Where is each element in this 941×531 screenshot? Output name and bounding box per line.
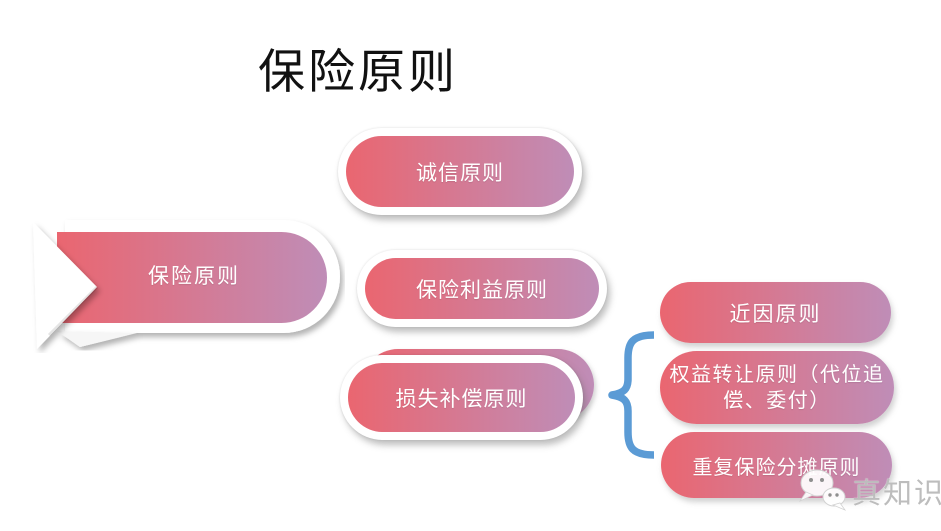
pill-subrogation-principle[interactable]: 权益转让原则（代位追偿、委付） — [660, 351, 894, 424]
pill-insurable-interest-principle[interactable]: 保险利益原则 — [357, 250, 607, 327]
curly-brace-icon — [608, 331, 655, 459]
pill-label: 诚信原则 — [416, 161, 504, 185]
chevron-right-icon — [33, 222, 97, 349]
banner-label: 保险原则 — [148, 265, 240, 288]
pill-integrity-principle[interactable]: 诚信原则 — [338, 128, 582, 215]
pill-label: 保险利益原则 — [416, 278, 548, 302]
pill-gradient-fill — [348, 363, 575, 432]
pill-gradient-fill — [346, 136, 574, 207]
chevron-fold-line — [47, 285, 99, 337]
pill-gradient-fill — [365, 258, 599, 319]
watermark: 真知识 — [796, 466, 941, 516]
page-title: 保险原则 — [258, 45, 458, 98]
pill-label: 近因原则 — [729, 302, 822, 326]
watermark-label: 真知识 — [852, 478, 941, 510]
wechat-icon — [798, 469, 847, 511]
ribbon-banner-shape — [33, 220, 340, 349]
pill-label: 损失补偿原则 — [395, 387, 528, 411]
pill-loss-compensation-principle[interactable]: 损失补偿原则 — [340, 355, 583, 440]
banner-ribbon — [57, 232, 327, 323]
pill-label: 权益转让原则（代位追偿、委付） — [669, 363, 885, 412]
pill-proximate-cause-principle[interactable]: 近因原则 — [660, 282, 891, 343]
banner-fold — [57, 331, 137, 347]
